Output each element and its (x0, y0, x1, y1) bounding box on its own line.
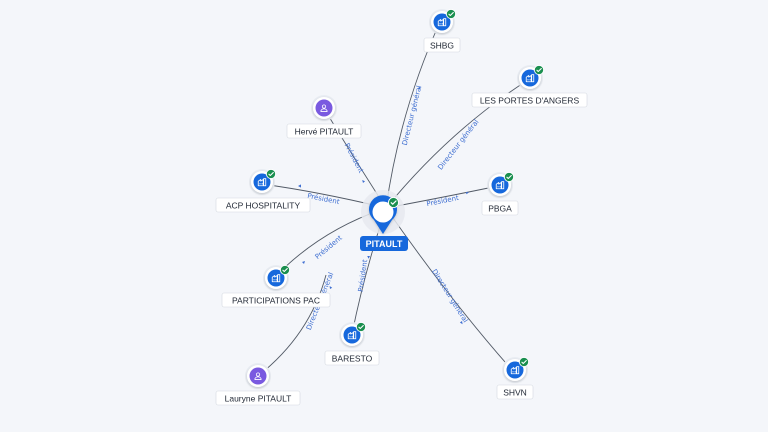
node-label-herve: Hervé PITAULT (295, 127, 354, 137)
node-lauryne[interactable] (245, 363, 271, 389)
edge-pitault-shvn[interactable] (385, 207, 513, 371)
label-baresto: BARESTO (324, 350, 380, 366)
arrowhead-shbg (418, 86, 421, 90)
label-acp: ACP HOSPITALITY (215, 197, 311, 213)
label-portes: LES PORTES D'ANGERS (471, 92, 588, 108)
node-label-shvn: SHVN (503, 388, 527, 398)
edge-label-acp: Président (307, 192, 341, 206)
label-pbga: PBGA (481, 200, 519, 216)
check-badge-icon (388, 197, 399, 208)
node-label-pitault: PITAULT (366, 239, 403, 249)
check-badge-icon (280, 265, 290, 275)
check-badge-icon (356, 322, 366, 332)
check-badge-icon (266, 169, 276, 179)
node-shvn[interactable] (502, 357, 529, 383)
check-badge-icon (519, 357, 529, 367)
label-shvn: SHVN (496, 384, 534, 400)
edge-label-pbga: Président (426, 194, 460, 208)
arrowhead-participations (302, 261, 305, 264)
node-label-portes: LES PORTES D'ANGERS (480, 96, 580, 106)
arrowhead-shvn (459, 321, 463, 325)
label-shbg: SHBG (423, 37, 461, 53)
check-badge-icon (504, 172, 514, 182)
node-portes[interactable] (517, 65, 544, 91)
node-labels-layer: SHBG LES PORTES D'ANGERS PBGA SHVN BARES… (215, 37, 588, 406)
edge-label-participations: Président (314, 234, 344, 261)
arrowhead-herve (362, 180, 365, 183)
edge-label-shvn: Directeur général (430, 268, 469, 324)
check-badge-icon (534, 65, 544, 75)
node-label-acp: ACP HOSPITALITY (226, 201, 301, 211)
node-acp[interactable] (249, 169, 276, 195)
label-herve: Hervé PITAULT (286, 123, 362, 139)
edge-label-portes: Directeur général (436, 118, 480, 171)
label-center: PITAULT (360, 236, 408, 251)
arrowhead-lauryne (329, 286, 333, 289)
node-participations[interactable] (263, 265, 290, 291)
node-shbg[interactable] (429, 9, 456, 35)
node-label-baresto: BARESTO (332, 354, 373, 364)
arrowhead-baresto (367, 255, 370, 259)
node-baresto[interactable] (339, 322, 366, 348)
arrowhead-pbga (466, 192, 469, 195)
edge-label-baresto: Président (357, 259, 370, 293)
node-herve[interactable] (311, 95, 337, 121)
node-label-lauryne: Lauryne PITAULT (225, 394, 292, 404)
arrowhead-acp (298, 184, 301, 188)
edge-pitault-portes[interactable] (385, 79, 529, 209)
node-pitault-center[interactable] (361, 190, 405, 234)
node-label-pbga: PBGA (488, 204, 512, 214)
node-label-shbg: SHBG (430, 41, 454, 51)
node-pbga[interactable] (487, 172, 514, 198)
edge-label-herve: Président (343, 142, 366, 175)
node-label-participations: PARTICIPATIONS PAC (232, 296, 320, 306)
label-lauryne: Lauryne PITAULT (215, 390, 301, 406)
label-participations: PARTICIPATIONS PAC (221, 292, 331, 308)
check-badge-icon (446, 9, 456, 19)
edge-lauryne-participations[interactable] (257, 274, 327, 377)
